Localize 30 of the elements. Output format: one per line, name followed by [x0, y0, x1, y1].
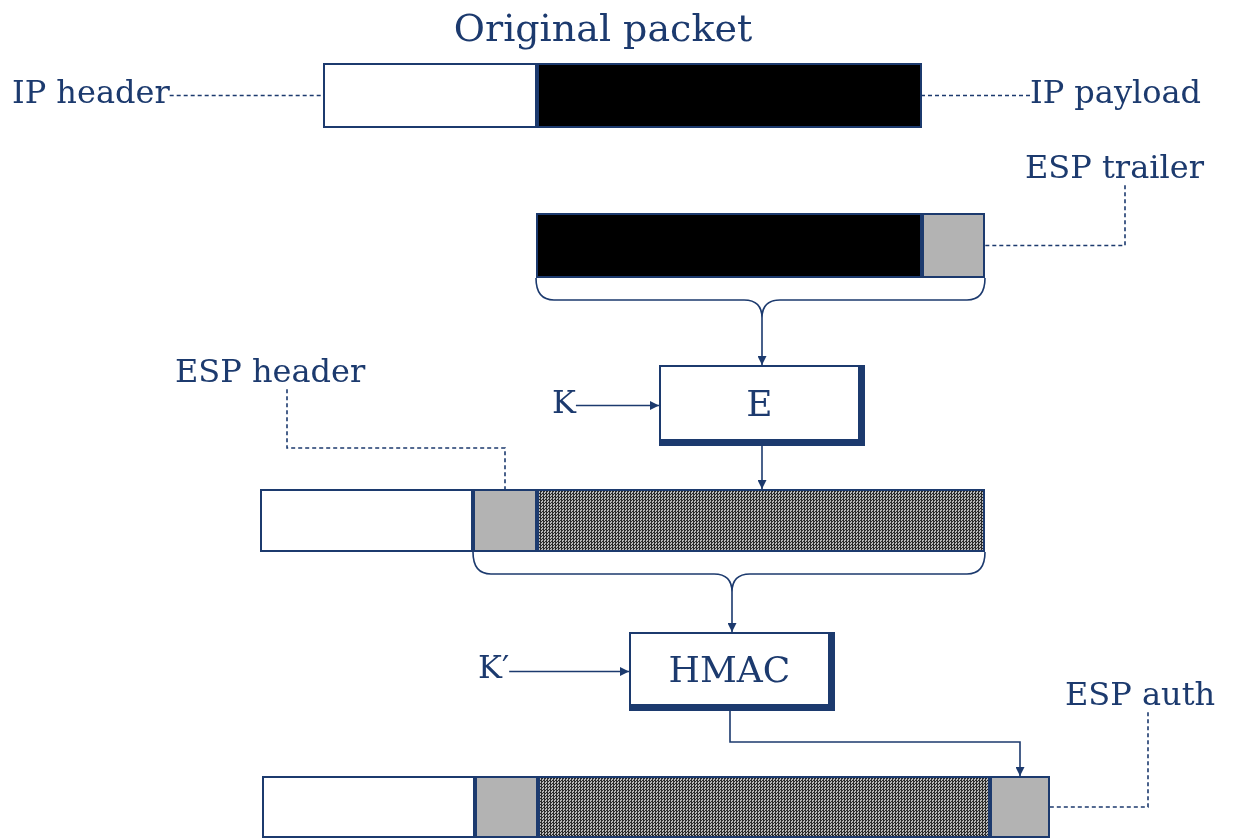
leader-line	[168, 94, 324, 97]
field-segment	[475, 776, 538, 838]
leader-line	[984, 184, 1126, 247]
payload-segment	[537, 63, 922, 128]
field-label: K′	[478, 650, 510, 686]
function-box: E	[659, 365, 865, 446]
function-box: HMAC	[629, 632, 835, 711]
arrow	[729, 710, 1025, 777]
field-label: ESP auth	[1065, 677, 1216, 713]
arrow	[575, 401, 660, 410]
leader-line	[1049, 711, 1149, 808]
diagram-title: Original packet	[453, 6, 753, 50]
field-segment	[922, 213, 985, 278]
field-segment	[473, 489, 537, 552]
payload-segment	[536, 213, 922, 278]
encrypted-segment	[537, 489, 985, 552]
field-label: IP payload	[1030, 75, 1202, 111]
arrow	[508, 667, 630, 676]
field-segment	[990, 776, 1050, 838]
arrow	[757, 445, 767, 490]
header-segment	[260, 489, 473, 552]
leader-line	[921, 94, 1031, 97]
field-label: ESP trailer	[1025, 150, 1204, 186]
header-segment	[323, 63, 537, 128]
field-label: ESP header	[175, 354, 366, 390]
encrypted-segment	[538, 776, 990, 838]
field-label: IP header	[12, 75, 170, 111]
field-label: K	[552, 385, 576, 421]
header-segment	[262, 776, 475, 838]
leader-line	[286, 388, 506, 490]
